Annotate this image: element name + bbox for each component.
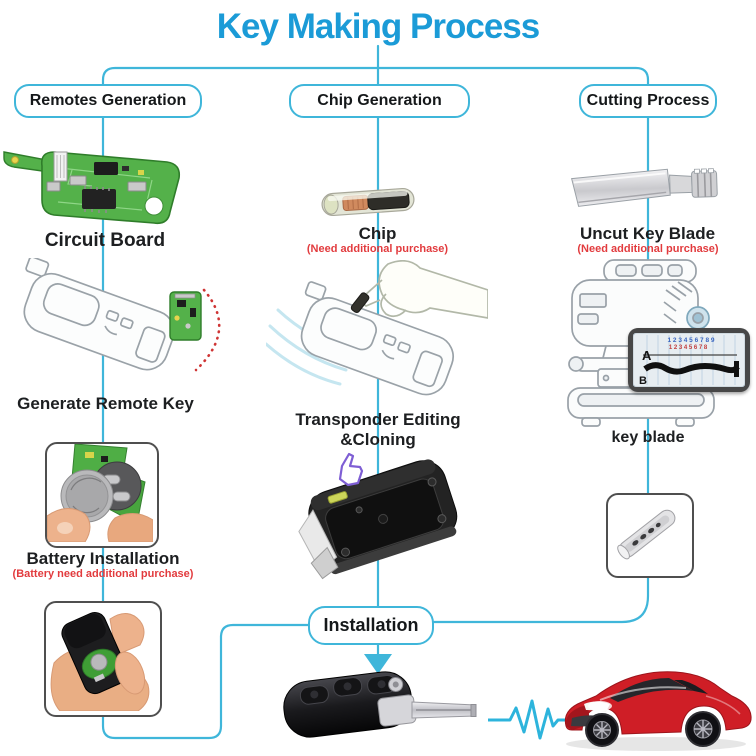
open-key-photo-image: [50, 611, 150, 711]
generate-remote-key-label: Generate Remote Key: [17, 394, 194, 413]
gauge-ticks-top: 1 2 3 4 5 6 7 8 9: [668, 337, 715, 344]
chip-generation-label: Chip Generation: [317, 92, 442, 109]
chip-generation-box: Chip Generation: [289, 84, 470, 118]
key-shell-image: [298, 452, 458, 580]
installation-label: Installation: [323, 615, 419, 635]
cut-blade-photo-frame: [606, 493, 694, 578]
pulse-icon: [488, 699, 586, 740]
cut-blade-image: [617, 509, 676, 560]
cutting-machine-image: [567, 259, 715, 427]
depth-gauge-panel: 1 2 3 4 5 6 7 8 9 1 2 3 4 5 6 7 8 A B: [628, 328, 750, 392]
uncut-key-blade-label: Uncut Key Blade: [579, 224, 716, 243]
uncut-blade-note: (Need additional purchase): [577, 243, 719, 255]
page-title: Key Making Process: [216, 7, 540, 46]
chip-image: [321, 187, 415, 217]
circuit-board-label: Circuit Board: [44, 230, 166, 251]
remotes-generation-label: Remotes Generation: [29, 92, 187, 109]
key-blade-label: key blade: [611, 429, 685, 446]
transponder-editing-image: [266, 260, 488, 396]
battery-note: (Battery need additional purchase): [12, 568, 194, 580]
chip-label: Chip: [358, 224, 397, 243]
chip-note: (Need additional purchase): [306, 243, 449, 255]
cutting-process-box: Cutting Process: [579, 84, 717, 118]
gauge-ticks-bottom: 1 2 3 4 5 6 7 8: [669, 345, 708, 351]
car-image: [564, 671, 752, 751]
assembled-key-image: [283, 671, 477, 738]
depth-gauge-chart: 1 2 3 4 5 6 7 8 9 1 2 3 4 5 6 7 8 A B: [633, 333, 745, 387]
remote-programmer-image: [23, 258, 221, 372]
open-key-photo-frame: [44, 601, 162, 717]
battery-installation-label: Battery Installation: [26, 549, 180, 568]
gauge-label-b: B: [639, 375, 647, 387]
uncut-blade-image: [570, 168, 718, 207]
hand-cursor-icon: [338, 452, 364, 487]
cutting-process-label: Cutting Process: [586, 92, 710, 109]
battery-photo-image: [47, 444, 153, 542]
circuit-board-image: [3, 151, 181, 225]
gauge-label-a: A: [642, 348, 652, 363]
down-arrow-icon: [364, 654, 392, 674]
installation-box: Installation: [308, 606, 434, 645]
remotes-generation-box: Remotes Generation: [14, 84, 202, 118]
transponder-editing-label: Transponder Editing &Cloning: [295, 410, 461, 449]
battery-photo-frame: [45, 442, 159, 548]
